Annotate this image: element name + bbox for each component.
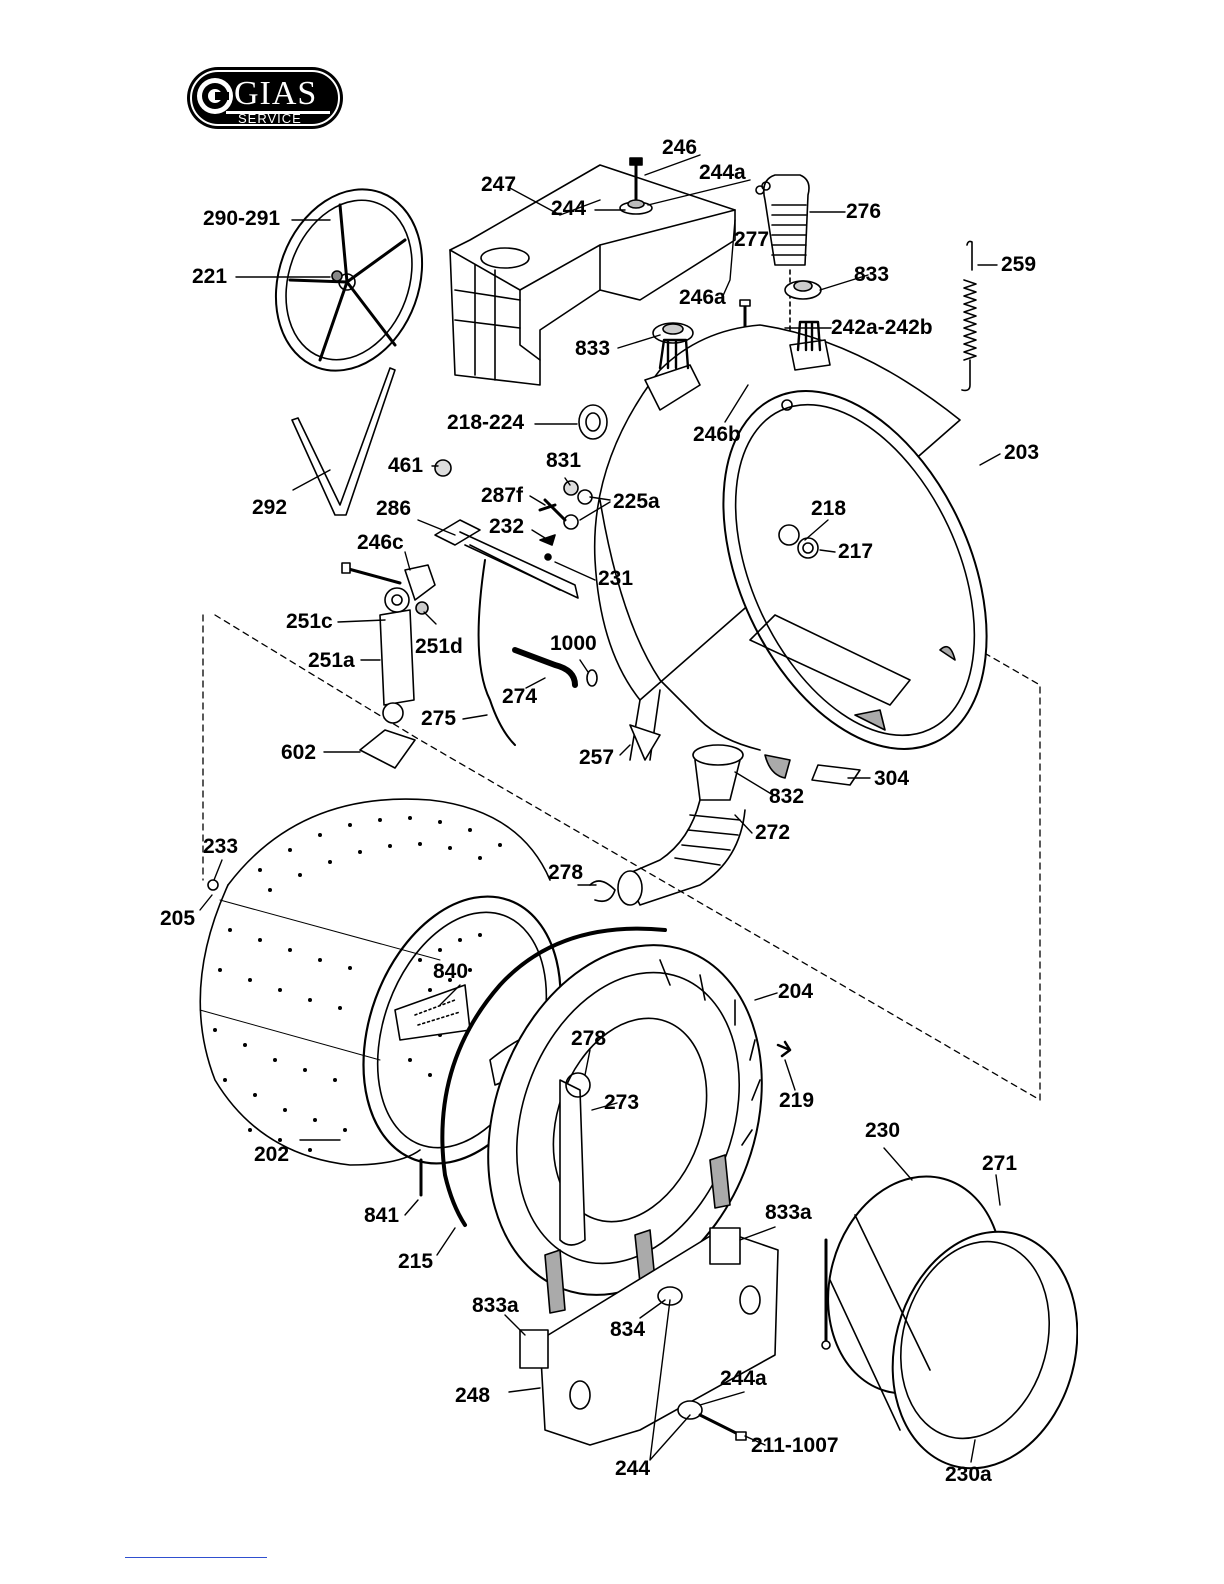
label-215: 215 bbox=[398, 1251, 433, 1272]
part-257 bbox=[630, 725, 660, 760]
label-304: 304 bbox=[874, 768, 909, 789]
label-286: 286 bbox=[376, 498, 411, 519]
label-244-bottom: 244 bbox=[615, 1458, 650, 1479]
label-277: 277 bbox=[734, 229, 769, 250]
label-233: 233 bbox=[203, 836, 238, 857]
hose-273 bbox=[560, 1080, 585, 1245]
label-275: 275 bbox=[421, 708, 456, 729]
label-602: 602 bbox=[281, 742, 316, 763]
label-246b: 246b bbox=[693, 424, 741, 445]
bracket-602 bbox=[360, 730, 415, 768]
door-seal-271 bbox=[804, 1157, 1078, 1489]
label-292: 292 bbox=[252, 497, 287, 518]
part-287f bbox=[540, 500, 565, 520]
label-278-bottom: 278 bbox=[571, 1028, 606, 1049]
drain-hose-272 bbox=[618, 745, 745, 905]
label-832: 832 bbox=[769, 786, 804, 807]
tube-275 bbox=[479, 560, 515, 745]
label-840: 840 bbox=[433, 961, 468, 982]
label-272: 272 bbox=[755, 822, 790, 843]
pad-833a-bottom bbox=[520, 1330, 548, 1368]
gias-service-logo: GIAS SERVICE bbox=[186, 66, 344, 130]
label-232: 232 bbox=[489, 516, 524, 537]
footer-divider bbox=[125, 1557, 267, 1558]
label-274: 274 bbox=[502, 686, 537, 707]
label-244a: 244a bbox=[699, 162, 746, 183]
label-246a: 246a bbox=[679, 287, 726, 308]
exploded-parts-diagram: 246 247 244a 244 276 277 290-291 221 833… bbox=[148, 140, 1078, 1510]
label-278-top: 278 bbox=[548, 862, 583, 883]
label-204: 204 bbox=[778, 981, 813, 1002]
label-461: 461 bbox=[388, 455, 423, 476]
label-290-291: 290-291 bbox=[203, 208, 280, 229]
label-1000: 1000 bbox=[550, 633, 597, 654]
spring-259 bbox=[962, 241, 976, 390]
label-841: 841 bbox=[364, 1205, 399, 1226]
diagram-drawing bbox=[148, 140, 1078, 1510]
part-831 bbox=[564, 481, 578, 495]
tub-203 bbox=[595, 322, 1040, 791]
label-259: 259 bbox=[1001, 254, 1036, 275]
label-205: 205 bbox=[160, 908, 195, 929]
pulley-290 bbox=[251, 169, 446, 392]
label-257: 257 bbox=[579, 747, 614, 768]
logo-brand-text: GIAS bbox=[234, 75, 317, 113]
label-251a: 251a bbox=[308, 650, 355, 671]
label-251c: 251c bbox=[286, 611, 333, 632]
label-203: 203 bbox=[1004, 442, 1039, 463]
clamp-278-top bbox=[590, 881, 615, 901]
bearing-218-224 bbox=[579, 405, 607, 439]
label-833a-top: 833a bbox=[765, 1202, 812, 1223]
label-244a-bottom: 244a bbox=[720, 1368, 767, 1389]
label-251d: 251d bbox=[415, 636, 463, 657]
label-211-1007: 211-1007 bbox=[751, 1435, 839, 1456]
label-242a-242b: 242a-242b bbox=[831, 317, 933, 338]
label-833a-bottom: 833a bbox=[472, 1295, 519, 1316]
label-247: 247 bbox=[481, 174, 516, 195]
pad-833a-top bbox=[710, 1228, 740, 1264]
label-244: 244 bbox=[551, 198, 586, 219]
label-831: 831 bbox=[546, 450, 581, 471]
tube-274 bbox=[515, 650, 575, 685]
label-218-224: 218-224 bbox=[447, 412, 524, 433]
label-248: 248 bbox=[455, 1385, 490, 1406]
label-287f: 287f bbox=[481, 485, 523, 506]
shock-absorber-251 bbox=[342, 563, 435, 768]
label-271: 271 bbox=[982, 1153, 1017, 1174]
label-834: 834 bbox=[610, 1319, 645, 1340]
label-273: 273 bbox=[604, 1092, 639, 1113]
label-218: 218 bbox=[811, 498, 846, 519]
label-230a: 230a bbox=[945, 1464, 992, 1485]
label-231: 231 bbox=[598, 568, 633, 589]
screw-219 bbox=[778, 1042, 790, 1056]
label-219: 219 bbox=[779, 1090, 814, 1111]
label-217: 217 bbox=[838, 541, 873, 562]
part-304 bbox=[812, 765, 860, 785]
cap-461 bbox=[435, 460, 451, 476]
label-246: 246 bbox=[662, 137, 697, 158]
belt-292 bbox=[292, 368, 395, 515]
label-833-left: 833 bbox=[575, 338, 610, 359]
label-246c: 246c bbox=[357, 532, 404, 553]
label-225a: 225a bbox=[613, 491, 660, 512]
label-221: 221 bbox=[192, 266, 227, 287]
label-833-right: 833 bbox=[854, 264, 889, 285]
screw-233 bbox=[208, 880, 218, 890]
logo-sub-text: SERVICE bbox=[238, 111, 302, 126]
label-202: 202 bbox=[254, 1144, 289, 1165]
label-230: 230 bbox=[865, 1120, 900, 1141]
label-276: 276 bbox=[846, 201, 881, 222]
